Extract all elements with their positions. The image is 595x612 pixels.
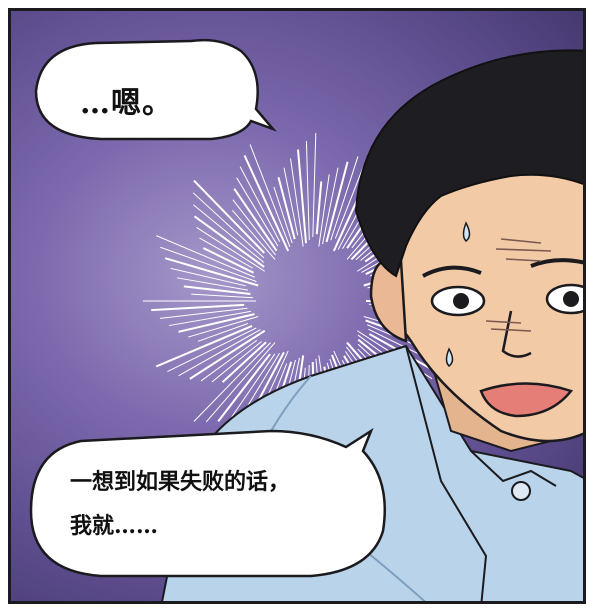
burst-line bbox=[322, 167, 339, 245]
burst-line bbox=[236, 177, 279, 247]
burst-line bbox=[197, 323, 249, 342]
burst-line bbox=[164, 257, 259, 287]
burst-line bbox=[193, 215, 265, 268]
burst-line bbox=[156, 235, 256, 278]
burst-line bbox=[232, 209, 276, 260]
left-eyebrow bbox=[422, 265, 482, 278]
burst-line bbox=[193, 204, 265, 263]
sweat-drop bbox=[445, 347, 454, 367]
mouth bbox=[479, 382, 574, 418]
worry-lines bbox=[485, 238, 552, 332]
burst-line bbox=[221, 341, 267, 383]
left-eye bbox=[430, 285, 486, 317]
panel-artwork bbox=[29, 38, 583, 601]
burst-line bbox=[305, 141, 310, 241]
burst-line bbox=[315, 181, 323, 235]
burst-line bbox=[249, 144, 291, 248]
burst-line bbox=[178, 313, 255, 333]
burst-line bbox=[202, 247, 255, 274]
burst-line bbox=[277, 176, 296, 240]
burst-line bbox=[312, 133, 317, 238]
burst-line bbox=[151, 303, 245, 312]
burst-line bbox=[296, 149, 308, 244]
right-eyebrow bbox=[530, 258, 583, 268]
speech-text-2-line-1: 一想到如果失败的话， bbox=[70, 469, 291, 495]
burst-line bbox=[170, 267, 246, 287]
speech-text-1: …嗯。 bbox=[80, 86, 173, 121]
burst-line bbox=[273, 186, 293, 244]
shirt-button bbox=[511, 481, 531, 501]
burst-line bbox=[233, 188, 278, 252]
sweat-drop bbox=[462, 221, 471, 242]
burst-line bbox=[200, 339, 258, 382]
burst-line bbox=[199, 237, 253, 269]
burst-line bbox=[368, 328, 427, 358]
burst-line bbox=[243, 155, 290, 252]
right-eye bbox=[545, 283, 583, 315]
burst-line bbox=[217, 353, 271, 422]
burst-line bbox=[196, 227, 266, 272]
burst-line bbox=[167, 327, 257, 373]
burst-line bbox=[178, 329, 261, 377]
burst-line bbox=[159, 307, 248, 319]
burst-line bbox=[183, 285, 251, 296]
burst-line bbox=[155, 324, 253, 368]
burst-line bbox=[193, 342, 271, 422]
speech-bubble-top bbox=[34, 38, 278, 141]
burst-line bbox=[290, 158, 304, 247]
burst-line bbox=[283, 167, 299, 236]
burst-line bbox=[229, 353, 276, 421]
burst-line bbox=[318, 174, 330, 247]
burst-line bbox=[191, 293, 254, 299]
burst-line bbox=[193, 179, 266, 254]
burst-line bbox=[189, 329, 266, 380]
burst-line bbox=[232, 199, 276, 256]
burst-line bbox=[211, 341, 262, 383]
nose bbox=[501, 310, 532, 358]
burst-line bbox=[169, 310, 251, 327]
burst-line bbox=[239, 166, 281, 242]
burst-line bbox=[160, 246, 257, 282]
speech-text-2-line-2: 我就…… bbox=[70, 513, 159, 539]
speech-bubble-bottom bbox=[29, 427, 387, 578]
burst-line bbox=[205, 342, 276, 423]
comic-panel bbox=[8, 8, 586, 604]
burst-line bbox=[325, 161, 349, 243]
burst-line bbox=[192, 192, 265, 259]
burst-line bbox=[330, 156, 359, 241]
burst-line bbox=[176, 277, 249, 291]
hair bbox=[354, 49, 583, 278]
burst-line bbox=[188, 316, 259, 338]
